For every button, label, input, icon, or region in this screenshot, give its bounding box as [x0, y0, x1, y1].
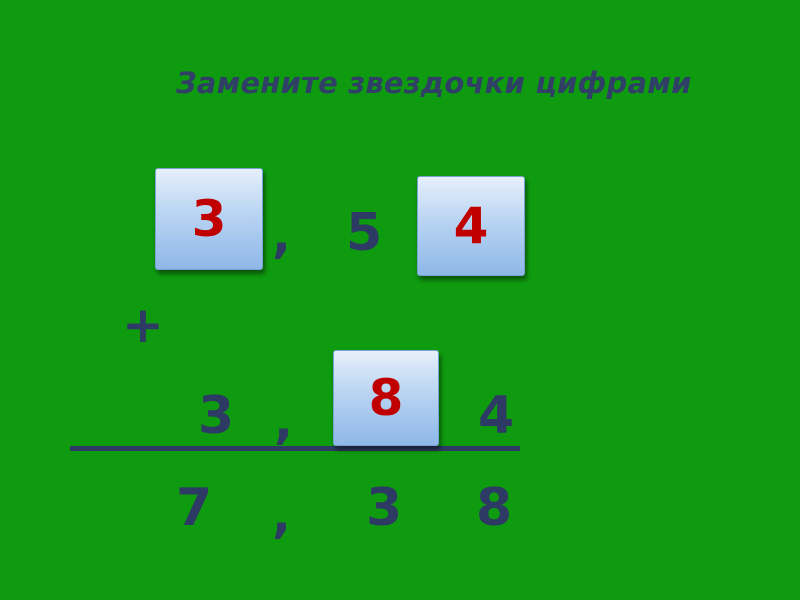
row3-digit-2: 3 [366, 478, 403, 538]
row3-comma: , [272, 486, 291, 544]
row1-comma: , [272, 206, 291, 264]
row2-digit-3: 4 [478, 386, 515, 446]
plus-sign: + [122, 296, 164, 354]
answer-card-1[interactable]: 3 [155, 168, 263, 270]
row3-digit-3: 8 [476, 478, 513, 538]
answer-card-1-digit: 3 [191, 190, 227, 248]
answer-card-2-digit: 4 [453, 197, 489, 255]
sum-line [70, 446, 520, 451]
slide-title: Замените звездочки цифрами [176, 66, 692, 100]
row1-digit-2: 5 [346, 203, 383, 263]
row2-digit-1: 3 [198, 386, 235, 446]
answer-card-3-digit: 8 [368, 369, 404, 427]
answer-card-3[interactable]: 8 [333, 350, 439, 446]
answer-card-2[interactable]: 4 [417, 176, 525, 276]
row3-digit-1: 7 [176, 478, 213, 538]
row2-comma: , [274, 392, 293, 450]
